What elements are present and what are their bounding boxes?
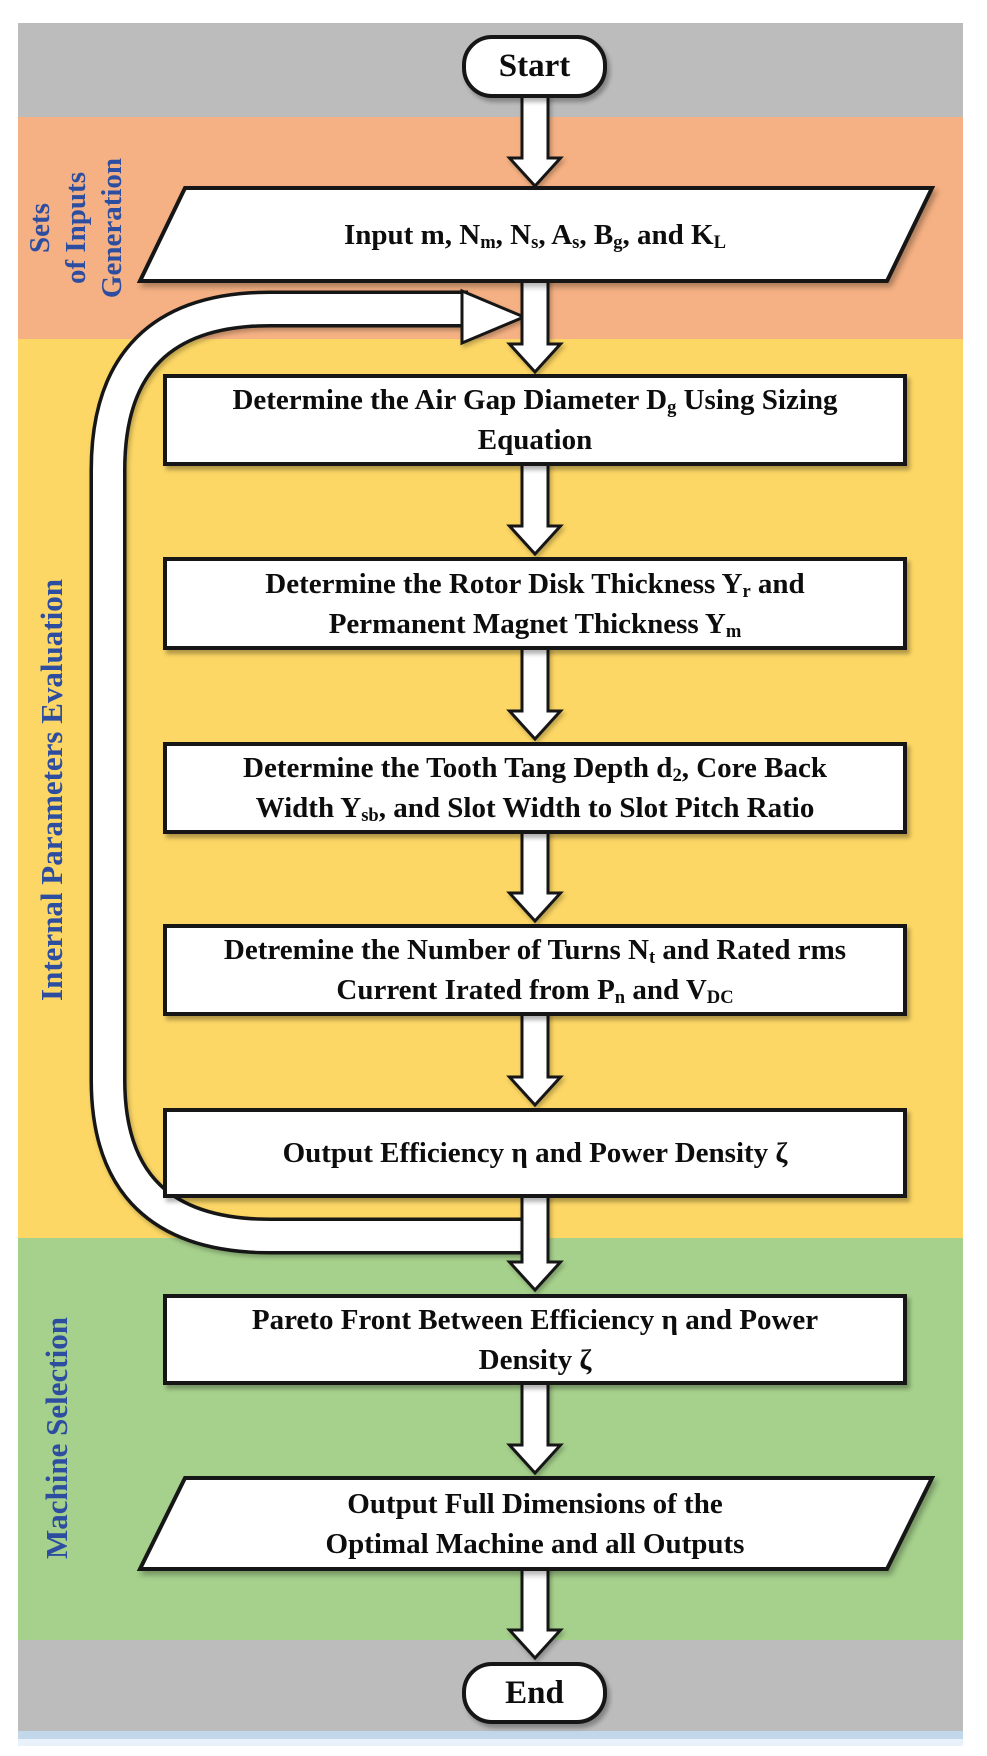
process-turns-rated-current: Detremine the Number of Turns Nt and Rat… (163, 924, 907, 1016)
process-tooth-slot-dimensions: Determine the Tooth Tang Depth d2, Core … (163, 742, 907, 834)
flow-arrow-effout-to-pareto (506, 1193, 564, 1293)
flow-arrow-start-to-input (506, 94, 564, 189)
loopback-channel (93, 294, 545, 1251)
flow-arrow-rotor-to-tooth (506, 645, 564, 742)
input-parallelogram-label: Input m, Nm, Ns, As, Bg, and KL (344, 218, 726, 253)
end-terminal: End (462, 1662, 607, 1724)
start-terminal: Start (462, 35, 607, 98)
flow-arrow-tooth-to-turns (506, 829, 564, 924)
loopback-arrowhead-icon (460, 288, 528, 346)
bottom-pale-strip (18, 1739, 963, 1746)
flow-arrow-pareto-to-outfull (506, 1381, 564, 1476)
flow-arrow-turns-to-effout (506, 1011, 564, 1108)
flow-arrow-outfull-to-end (506, 1564, 564, 1661)
input-parallelogram (136, 186, 936, 283)
output-parallelogram (136, 1476, 936, 1571)
flow-arrows (506, 94, 564, 1661)
flow-arrow-input-to-airgap (506, 276, 564, 375)
process-rotor-magnet-thickness: Determine the Rotor Disk Thickness Yr an… (163, 557, 907, 650)
loopback-arrow (89, 288, 545, 1255)
process-air-gap-diameter: Determine the Air Gap Diameter Dg Using … (163, 374, 907, 466)
flow-arrow-airgap-to-rotor (506, 461, 564, 557)
bottom-blue-strip (18, 1731, 963, 1739)
process-pareto-front: Pareto Front Between Efficiency η and Po… (163, 1294, 907, 1385)
process-output-efficiency-density: Output Efficiency η and Power Density ζ (163, 1108, 907, 1198)
